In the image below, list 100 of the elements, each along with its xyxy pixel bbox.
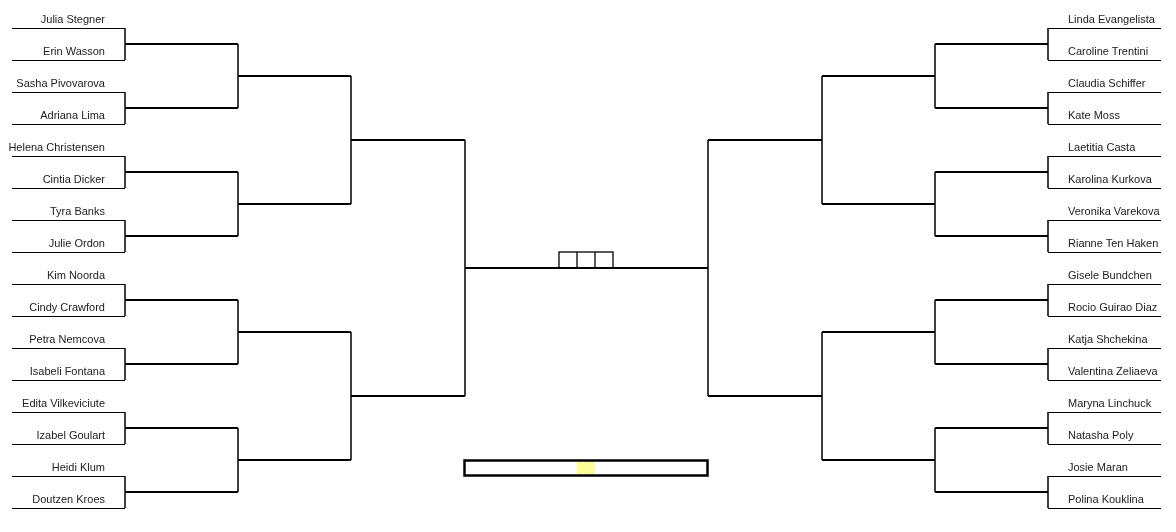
contestant-name: Adriana Lima [40,109,105,122]
contestant-name: Erin Wasson [43,45,105,58]
bracket-connector [124,427,126,445]
contestant-name: Isabeli Fontana [29,365,105,378]
bracket-connector [1047,27,1049,45]
bracket-connector [237,43,239,77]
contestant-name: Karolina Kurkova [1068,173,1152,186]
bracket-line [238,331,351,333]
bracket-connector [934,331,936,365]
bracket-line [935,363,1048,365]
contestant-name: Caroline Trentini [1068,45,1149,58]
bracket-connector [934,203,936,237]
bracket-line [125,43,238,45]
bracket-connector [707,139,709,269]
bracket-line [125,107,238,109]
contestant-name: Heidi Klum [51,461,105,474]
bracket-line [238,75,351,77]
contestant-name: Cindy Crawford [29,301,105,314]
bracket-connector [237,203,239,237]
contestant-name: Kim Noorda [46,269,105,282]
bracket-connector [350,395,352,461]
contestant-name: Edita Vilkeviciute [22,397,105,410]
bracket-line [351,139,465,141]
bracket-connector [350,139,352,205]
bracket-connector [237,299,239,333]
bracket-connector [124,347,126,365]
bracket-connector [934,459,936,493]
bracket-line [935,43,1048,45]
bracket-line [935,235,1048,237]
bracket-connector [350,331,352,397]
contestant-name: Tyra Banks [49,205,105,218]
bracket-line [125,427,238,429]
bracket-line [125,235,238,237]
bracket-line [935,491,1048,493]
bracket-connector [1047,171,1049,189]
contestant-name: Petra Nemcova [29,333,105,346]
bracket-connector [350,75,352,141]
contestant-name: Helena Christensen [8,141,105,154]
bracket-connector [237,75,239,109]
contestant-name: Doutzen Kroes [32,493,105,506]
bracket-line [935,171,1048,173]
bracket-line [125,491,238,493]
bracket-connector [124,107,126,125]
bracket-connector [1047,427,1049,445]
bracket-connector [1047,235,1049,253]
bracket-connector [1047,219,1049,237]
bracket-connector [934,427,936,461]
bracket-connector [934,75,936,109]
bracket-connector [1047,363,1049,381]
bracket-connector [124,235,126,253]
bracket-connector [124,91,126,109]
bracket-connector [1047,411,1049,429]
bracket-line [125,299,238,301]
bracket-connector [124,27,126,45]
bracket-line [125,363,238,365]
contestant-name: Laetitia Casta [1068,141,1136,154]
bracket-line [351,395,465,397]
contestant-name: Maryna Linchuck [1068,397,1152,410]
bracket-connector [1047,283,1049,301]
bracket-connector [821,331,823,397]
contestant-name: Gisele Bundchen [1068,269,1152,282]
bracket-connector [934,171,936,205]
bracket-line [708,139,822,141]
bracket-line [238,459,351,461]
bracket-line [935,107,1048,109]
bracket-line [238,203,351,205]
bracket-connector [1047,107,1049,125]
contestant-name: Polina Kouklina [1068,493,1144,506]
bracket-connector [237,459,239,493]
bracket-connector [124,411,126,429]
contestant-name: Valentina Zeliaeva [1068,365,1158,378]
contestant-name: Natasha Poly [1068,429,1134,442]
contestant-name: Cintia Dicker [42,173,105,186]
bracket-connector [124,491,126,509]
contestant-name: Claudia Schiffer [1068,77,1146,90]
bracket-connector [1047,43,1049,61]
bracket-connector [1047,91,1049,109]
bracket-connector [237,331,239,365]
bracket-connector [934,299,936,333]
bracket-connector [934,43,936,77]
bracket-connector [124,155,126,173]
bracket-connector [1047,347,1049,365]
bracket-connector [124,299,126,317]
bracket-connector [1047,299,1049,317]
contestant-name: Kate Moss [1068,109,1120,122]
bracket-connector [124,283,126,301]
bracket-connector [237,171,239,205]
contestant-name: Julia Stegner [40,13,105,26]
bracket-line [935,427,1048,429]
contestant-name: Rianne Ten Haken [1068,237,1159,250]
bracket-connector [124,43,126,61]
bracket-connector [237,427,239,461]
bracket-connector [464,139,466,269]
bracket-line [822,459,935,461]
contestant-name: Veronika Varekova [1068,205,1160,218]
contestant-name: Julie Ordon [48,237,105,250]
bracket-line [822,75,935,77]
bracket-line [822,203,935,205]
bracket-connector [707,267,709,397]
bracket-connector [124,171,126,189]
